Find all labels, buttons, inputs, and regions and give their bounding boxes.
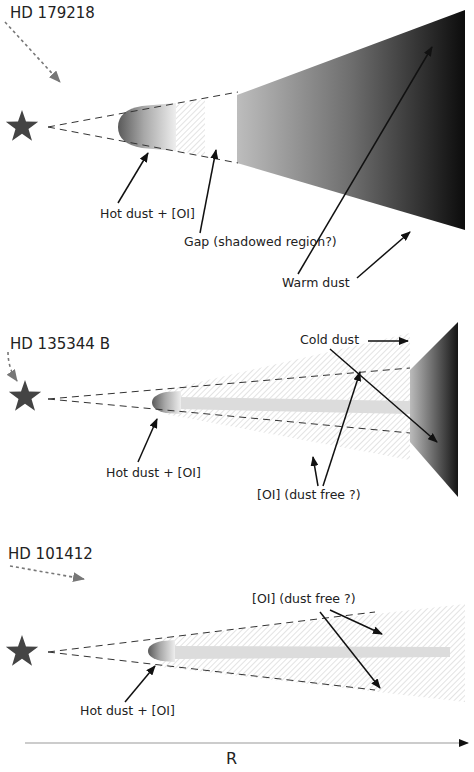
region-label: Gap (shadowed region?) bbox=[184, 234, 337, 249]
star-name: HD 101412 bbox=[8, 545, 93, 563]
hot-dust-region bbox=[152, 391, 181, 414]
disk-surface-line bbox=[48, 399, 410, 433]
hatched-region bbox=[160, 604, 465, 702]
region-label: [OI] (dust free ?) bbox=[257, 487, 361, 502]
disk-surface-line bbox=[48, 612, 375, 652]
warm-dust-region bbox=[237, 10, 465, 230]
star-name: HD 135344 B bbox=[10, 335, 110, 353]
leader-arrow bbox=[138, 419, 157, 462]
star-symbol bbox=[6, 110, 38, 141]
disk-surface-line bbox=[48, 127, 238, 163]
region-label: Cold dust bbox=[300, 332, 359, 347]
cold-dust-region bbox=[410, 322, 458, 497]
leader-arrow bbox=[320, 612, 380, 688]
stellar-light-arrow bbox=[5, 22, 60, 82]
axis-label: R bbox=[226, 749, 237, 768]
leader-arrow bbox=[330, 610, 382, 634]
hot-dust-region bbox=[118, 103, 176, 151]
star-symbol bbox=[6, 635, 38, 666]
star-symbol bbox=[9, 380, 41, 411]
leader-arrow bbox=[323, 372, 360, 486]
leader-arrow bbox=[313, 457, 318, 486]
disk-surface-line bbox=[48, 652, 375, 690]
hatched-region bbox=[165, 333, 410, 460]
star-name: HD 179218 bbox=[10, 4, 95, 22]
hot-dust-region bbox=[148, 640, 175, 662]
region-label: Hot dust + [OI] bbox=[106, 465, 201, 480]
region-label: Hot dust + [OI] bbox=[100, 206, 195, 221]
gas-band bbox=[178, 397, 410, 414]
region-label: Warm dust bbox=[282, 275, 350, 290]
stellar-light-arrow bbox=[10, 566, 84, 579]
leader-arrow bbox=[357, 232, 410, 278]
leader-arrow bbox=[368, 340, 408, 342]
disk-surface-line bbox=[48, 92, 238, 127]
radius-axis bbox=[25, 742, 468, 743]
leader-arrow bbox=[125, 666, 155, 702]
gas-band bbox=[174, 646, 450, 659]
leader-arrow bbox=[200, 150, 216, 233]
leader-arrow bbox=[330, 349, 437, 442]
hatched-region bbox=[175, 99, 205, 156]
leader-arrow bbox=[118, 153, 148, 203]
stellar-light-arrow bbox=[8, 352, 17, 381]
region-label: Hot dust + [OI] bbox=[80, 703, 175, 718]
region-label: [OI] (dust free ?) bbox=[252, 591, 356, 606]
